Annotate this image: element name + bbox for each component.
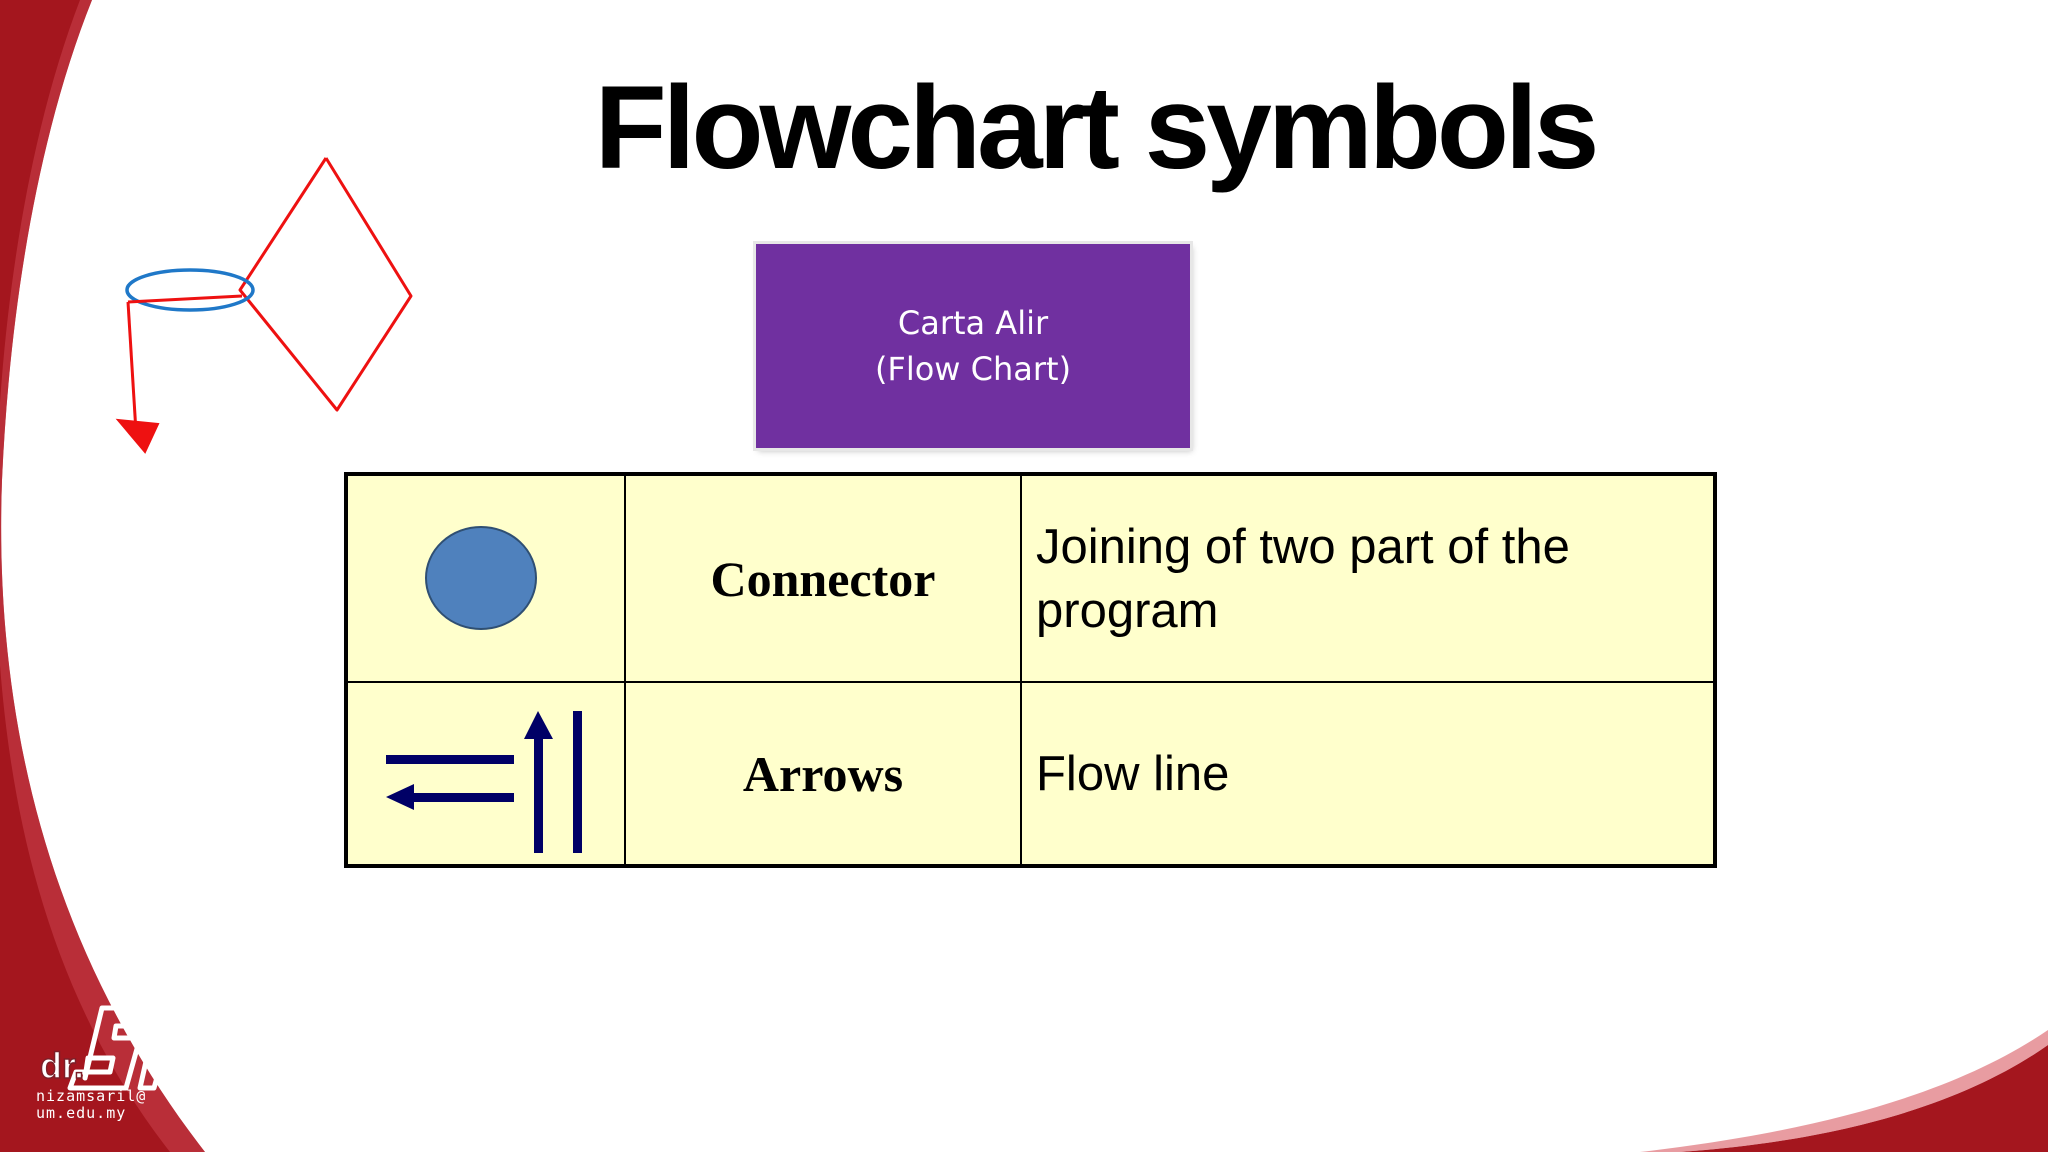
symbol-cell [345,473,626,683]
symbol-name-cell: Connector [624,473,1022,683]
logo-email: nizamsaril@ um.edu.my [36,1088,146,1122]
logo-email-line-1: nizamsaril@ [36,1087,147,1105]
flowchart-symbols-table: Connector Joining of two part of the pro… [344,472,1717,868]
callout-line-1: Carta Alir [897,304,1049,342]
dr-sn-logo: dr. nizamsaril@ um.edu.my [30,1000,210,1125]
connector-circle-icon [425,526,537,630]
bottom-right-swoosh-highlight [1640,1030,2048,1152]
logo-email-line-2: um.edu.my [36,1104,127,1122]
bottom-right-red-swoosh [1680,1045,2048,1152]
table-row: Connector Joining of two part of the pro… [345,473,1716,683]
symbol-description-cell: Flow line [1020,681,1716,867]
slide-title: Flowchart symbols [594,62,1600,194]
flow-arrows-icon [386,711,582,853]
symbol-name-cell: Arrows [624,681,1022,867]
flow-chart-callout-box: Carta Alir (Flow Chart) [756,244,1190,448]
symbol-cell [345,681,626,867]
symbol-description-cell: Joining of two part of the program [1020,473,1716,683]
left-swoosh-highlight [0,0,205,1152]
callout-line-2: (Flow Chart) [874,350,1072,388]
logo-dr-text: dr. [39,1044,85,1087]
table-row: Arrows Flow line [345,681,1716,867]
sn-logo-mark-icon [67,1005,209,1091]
